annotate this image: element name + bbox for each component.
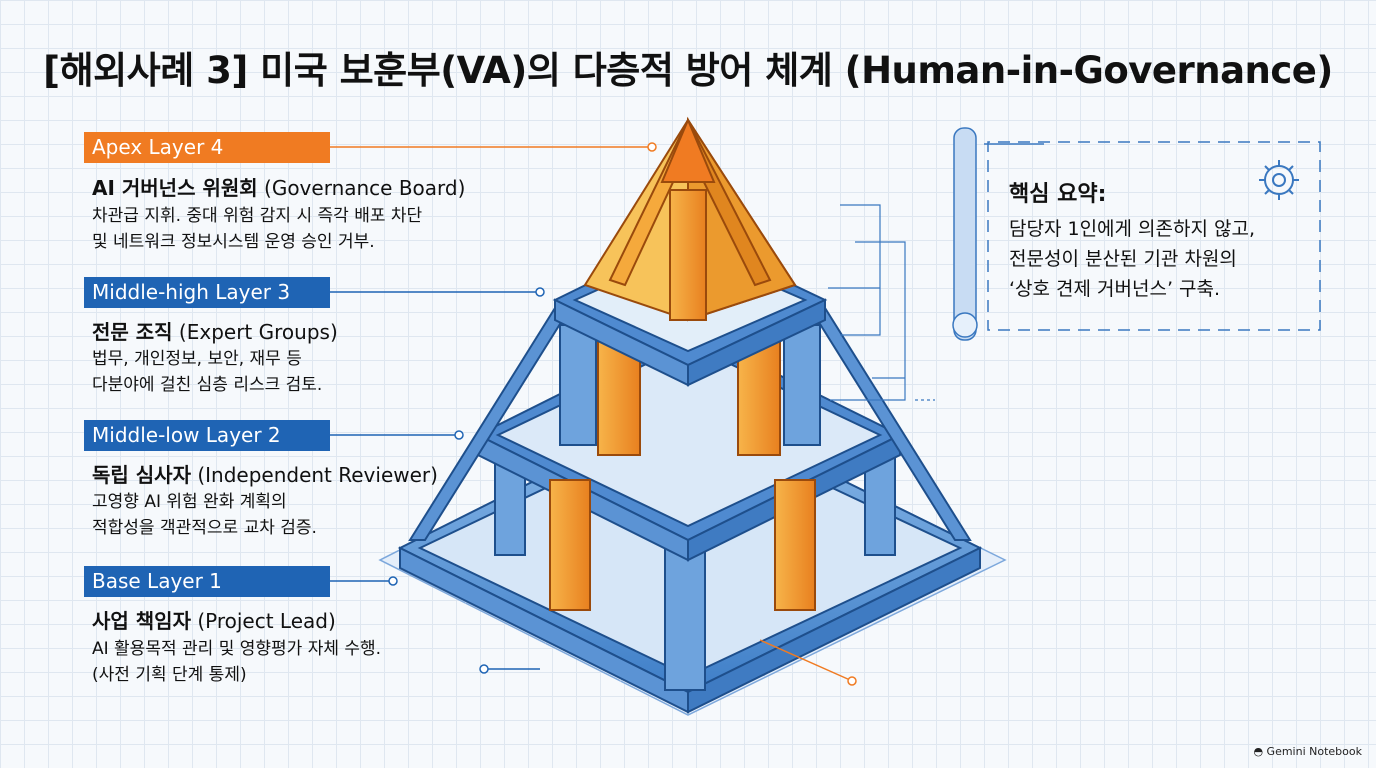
summary-inner-frame [987, 141, 1321, 331]
layer-heading-ko: AI 거버넌스 위원회 [92, 176, 258, 200]
brand-label: ◓ Gemini Notebook [1253, 745, 1362, 758]
layer-heading-en: (Independent Reviewer) [190, 463, 438, 487]
dimension-lines [828, 204, 935, 401]
layer-heading-middle-low: 독립 심사자 (Independent Reviewer) [92, 459, 438, 488]
gear-icon [1259, 160, 1299, 200]
summary-title: 핵심 요약: [1009, 182, 1107, 207]
scroll-icon [952, 127, 1044, 341]
layer-desc-middle-high: 법무, 개인정보, 보안, 재무 등 다분야에 걸친 심층 리스크 검토. [92, 349, 323, 395]
leader-lines [322, 142, 857, 686]
leader-lines-blue [322, 287, 545, 674]
brand-text: Gemini Notebook [1266, 745, 1362, 758]
layer-heading-en: (Expert Groups) [172, 320, 338, 344]
lower-orange-pillars [549, 479, 816, 611]
layer-heading-base: 사업 책임자 (Project Lead) [92, 605, 336, 634]
layer-heading-en: (Project Lead) [190, 609, 336, 633]
layer-heading-apex: AI 거버넌스 위원회 (Governance Board) [92, 172, 465, 201]
notebook-logo-icon: ◓ [1253, 745, 1267, 758]
apex-pyramid [583, 116, 797, 322]
layer-heading-ko: 사업 책임자 [92, 609, 191, 633]
layer-desc-apex: 차관급 지휘. 중대 위험 감지 시 즉각 배포 차단 및 네트워크 정보시스템… [92, 206, 423, 252]
layer-tag-base: Base Layer 1 [84, 566, 330, 597]
layer-heading-ko: 독립 심사자 [92, 463, 191, 487]
layer-tag-middle-low: Middle-low Layer 2 [84, 420, 330, 451]
layer-tag-middle-high: Middle-high Layer 3 [84, 277, 330, 308]
layer-tag-apex: Apex Layer 4 [84, 132, 330, 163]
summary-body: 담당자 1인에게 의존하지 않고, 전문성이 분산된 기관 차원의 ‘상호 견제… [1009, 218, 1256, 300]
layer-heading-en: (Governance Board) [257, 176, 466, 200]
layer-desc-middle-low: 고영향 AI 위험 완화 계획의 적합성을 객관적으로 교차 검증. [92, 492, 317, 538]
middle-pillars [559, 324, 821, 456]
page-title: [해외사례 3] 미국 보훈부(VA)의 다층적 방어 체계 (Human-in… [43, 49, 1333, 92]
layer-heading-middle-high: 전문 조직 (Expert Groups) [92, 316, 338, 345]
layer-desc-base: AI 활용목적 관리 및 영향평가 자체 수행. (사전 기획 단계 통제) [92, 639, 382, 685]
layer-heading-ko: 전문 조직 [92, 320, 173, 344]
